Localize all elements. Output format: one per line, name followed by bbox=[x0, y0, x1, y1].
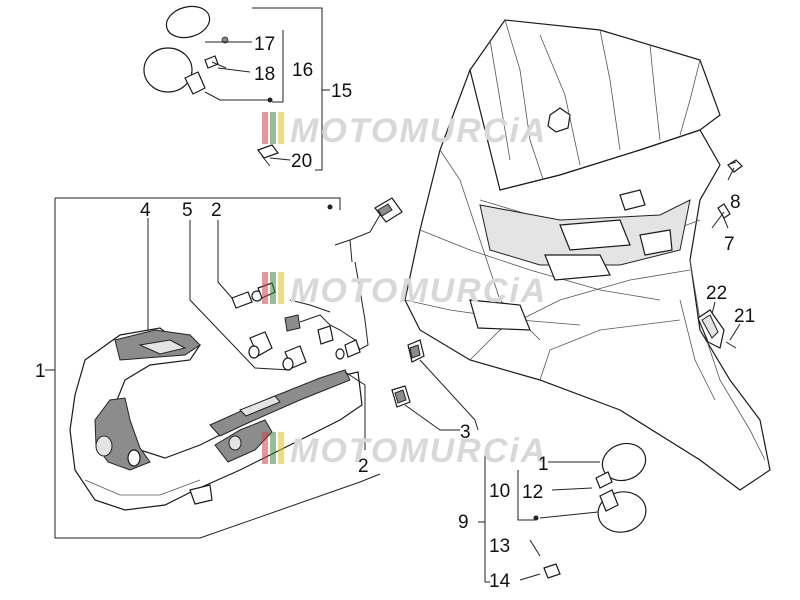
callout-2-top: 2 bbox=[211, 200, 222, 221]
watermark-text-mid: MOTOMURCiA bbox=[290, 272, 547, 310]
callout-22: 22 bbox=[706, 283, 727, 304]
watermark-mid: MOTOMURCiA bbox=[262, 272, 547, 310]
callout-3: 3 bbox=[460, 422, 471, 443]
bottom-turn-signal bbox=[519, 442, 647, 581]
callout-14: 14 bbox=[489, 571, 511, 592]
leader-lines bbox=[45, 7, 741, 583]
watermark-text-top: MOTOMURCiA bbox=[290, 112, 547, 150]
front-shield-drawing bbox=[404, 19, 771, 491]
callout-7: 7 bbox=[724, 234, 735, 255]
watermark-text-bottom: MOTOMURCiA bbox=[290, 432, 547, 470]
bracket-21-22 bbox=[697, 309, 737, 349]
callout-10: 10 bbox=[489, 481, 510, 502]
top-turn-signal bbox=[143, 5, 279, 167]
callout-4: 4 bbox=[140, 200, 151, 221]
watermarks: MOTOMURCiA MOTOMURCiA MOTOMURCiA bbox=[262, 112, 547, 470]
callout-16: 16 bbox=[292, 60, 313, 81]
callout-numbers: 1 4 5 2 2 3 17 18 16 15 20 8 7 22 21 1 1… bbox=[35, 34, 755, 592]
emblem-shape bbox=[547, 107, 571, 133]
watermark-top: MOTOMURCiA bbox=[262, 112, 547, 150]
bulbs-and-wiring bbox=[231, 197, 403, 371]
callout-8: 8 bbox=[730, 192, 741, 213]
callout-9: 9 bbox=[458, 512, 469, 533]
callout-20: 20 bbox=[291, 151, 312, 172]
callout-13: 13 bbox=[489, 536, 510, 557]
callout-11: 1 bbox=[538, 454, 549, 475]
clips-part-3 bbox=[391, 339, 425, 408]
callout-5: 5 bbox=[182, 200, 193, 221]
callout-18: 18 bbox=[254, 64, 275, 85]
callout-12: 12 bbox=[522, 482, 543, 503]
callout-17: 17 bbox=[254, 34, 275, 55]
headlight-assembly bbox=[69, 327, 363, 511]
callout-1: 1 bbox=[35, 361, 46, 382]
callout-15: 15 bbox=[331, 81, 352, 102]
callout-21: 21 bbox=[734, 306, 755, 327]
watermark-bottom: MOTOMURCiA bbox=[262, 432, 547, 470]
callout-2-bottom: 2 bbox=[358, 456, 369, 477]
